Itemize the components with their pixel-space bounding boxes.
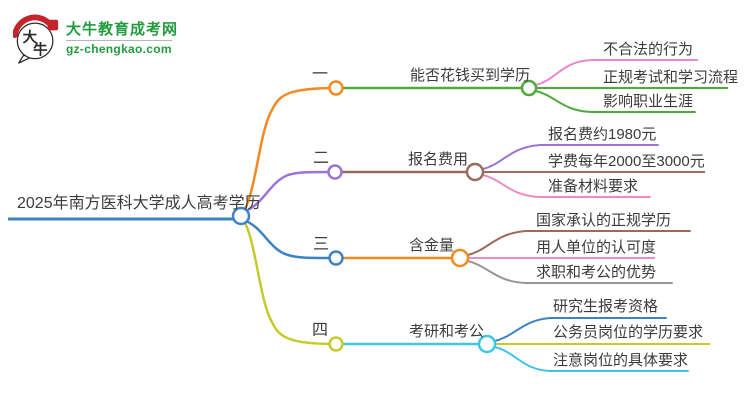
branch4-child1-line	[494, 317, 667, 342]
branch1-child2: 正规考试和学习流程	[603, 69, 739, 86]
branch2-curve	[244, 170, 337, 213]
branch1-child1: 不合法的行为	[603, 41, 694, 58]
branch2-child3: 准备材料要求	[548, 178, 639, 195]
logo-ink-char1: 大	[23, 28, 38, 46]
branch1-curve	[243, 86, 338, 211]
branch4-child3-line	[494, 346, 689, 372]
logo-bull-icon: 大 牛	[13, 14, 59, 64]
branch2-child1: 报名费约1980元	[548, 126, 657, 143]
logo-seal	[47, 19, 59, 31]
branch1-topic: 能否花钱买到学历	[410, 67, 531, 84]
branch3-curve	[244, 219, 338, 260]
branch4-child1: 研究生报考资格	[553, 298, 659, 315]
branch4-index-circle	[328, 336, 344, 352]
logo-domain: gz-chengkao.com	[66, 40, 172, 56]
logo-ink-char2: 牛	[33, 40, 47, 58]
branch2-child2: 学费每年2000至3000元	[548, 153, 705, 170]
site-logo: 大 牛 大牛教育成考网 gz-chengkao.com	[13, 13, 178, 65]
branch3-topic-circle	[450, 248, 470, 268]
branch2-child1-line	[482, 144, 659, 170]
branch1-topic-circle	[520, 79, 538, 97]
branch1-child1-line	[535, 59, 698, 86]
central-node-circle	[231, 206, 251, 226]
logo-bubble	[16, 22, 54, 60]
branch3-child2: 用人单位的认可度	[536, 239, 657, 256]
branch4-topic: 考研和考公	[409, 323, 485, 340]
branch1-child3: 影响职业生涯	[603, 93, 694, 110]
branch2-child3-line	[482, 174, 651, 198]
logo-text: 大牛教育成考网 gz-chengkao.com	[66, 21, 178, 57]
branch2-topic-circle	[465, 162, 485, 182]
logo-title: 大牛教育成考网	[66, 21, 179, 38]
branch3-child3-line	[467, 260, 673, 284]
branch4-child3: 注意岗位的具体要求	[553, 352, 689, 369]
logo-red-arc	[13, 14, 53, 39]
branch1-child3-line	[535, 90, 696, 113]
branch4-topic-circle	[477, 334, 497, 354]
branch3-child1-line	[467, 230, 691, 256]
branch3-child3: 求职和考公的优势	[536, 264, 657, 281]
branch4-curve	[243, 221, 338, 346]
branch3-index: 三	[313, 236, 330, 253]
branch3-child1: 国家承认的正规学历	[536, 212, 672, 229]
branch3-topic: 含金量	[409, 237, 455, 254]
branch4-child2: 公务员岗位的学历要求	[553, 324, 704, 341]
central-topic: 2025年南方医科大学成人高考学历	[17, 195, 261, 212]
branch2-index: 二	[313, 150, 330, 167]
branch2-index-circle	[327, 164, 343, 180]
branch2-topic: 报名费用	[408, 151, 469, 168]
branch4-index: 四	[312, 322, 329, 339]
branch1-index-circle	[328, 80, 344, 96]
branch1-index: 一	[312, 66, 329, 83]
branch3-index-circle	[328, 250, 344, 266]
